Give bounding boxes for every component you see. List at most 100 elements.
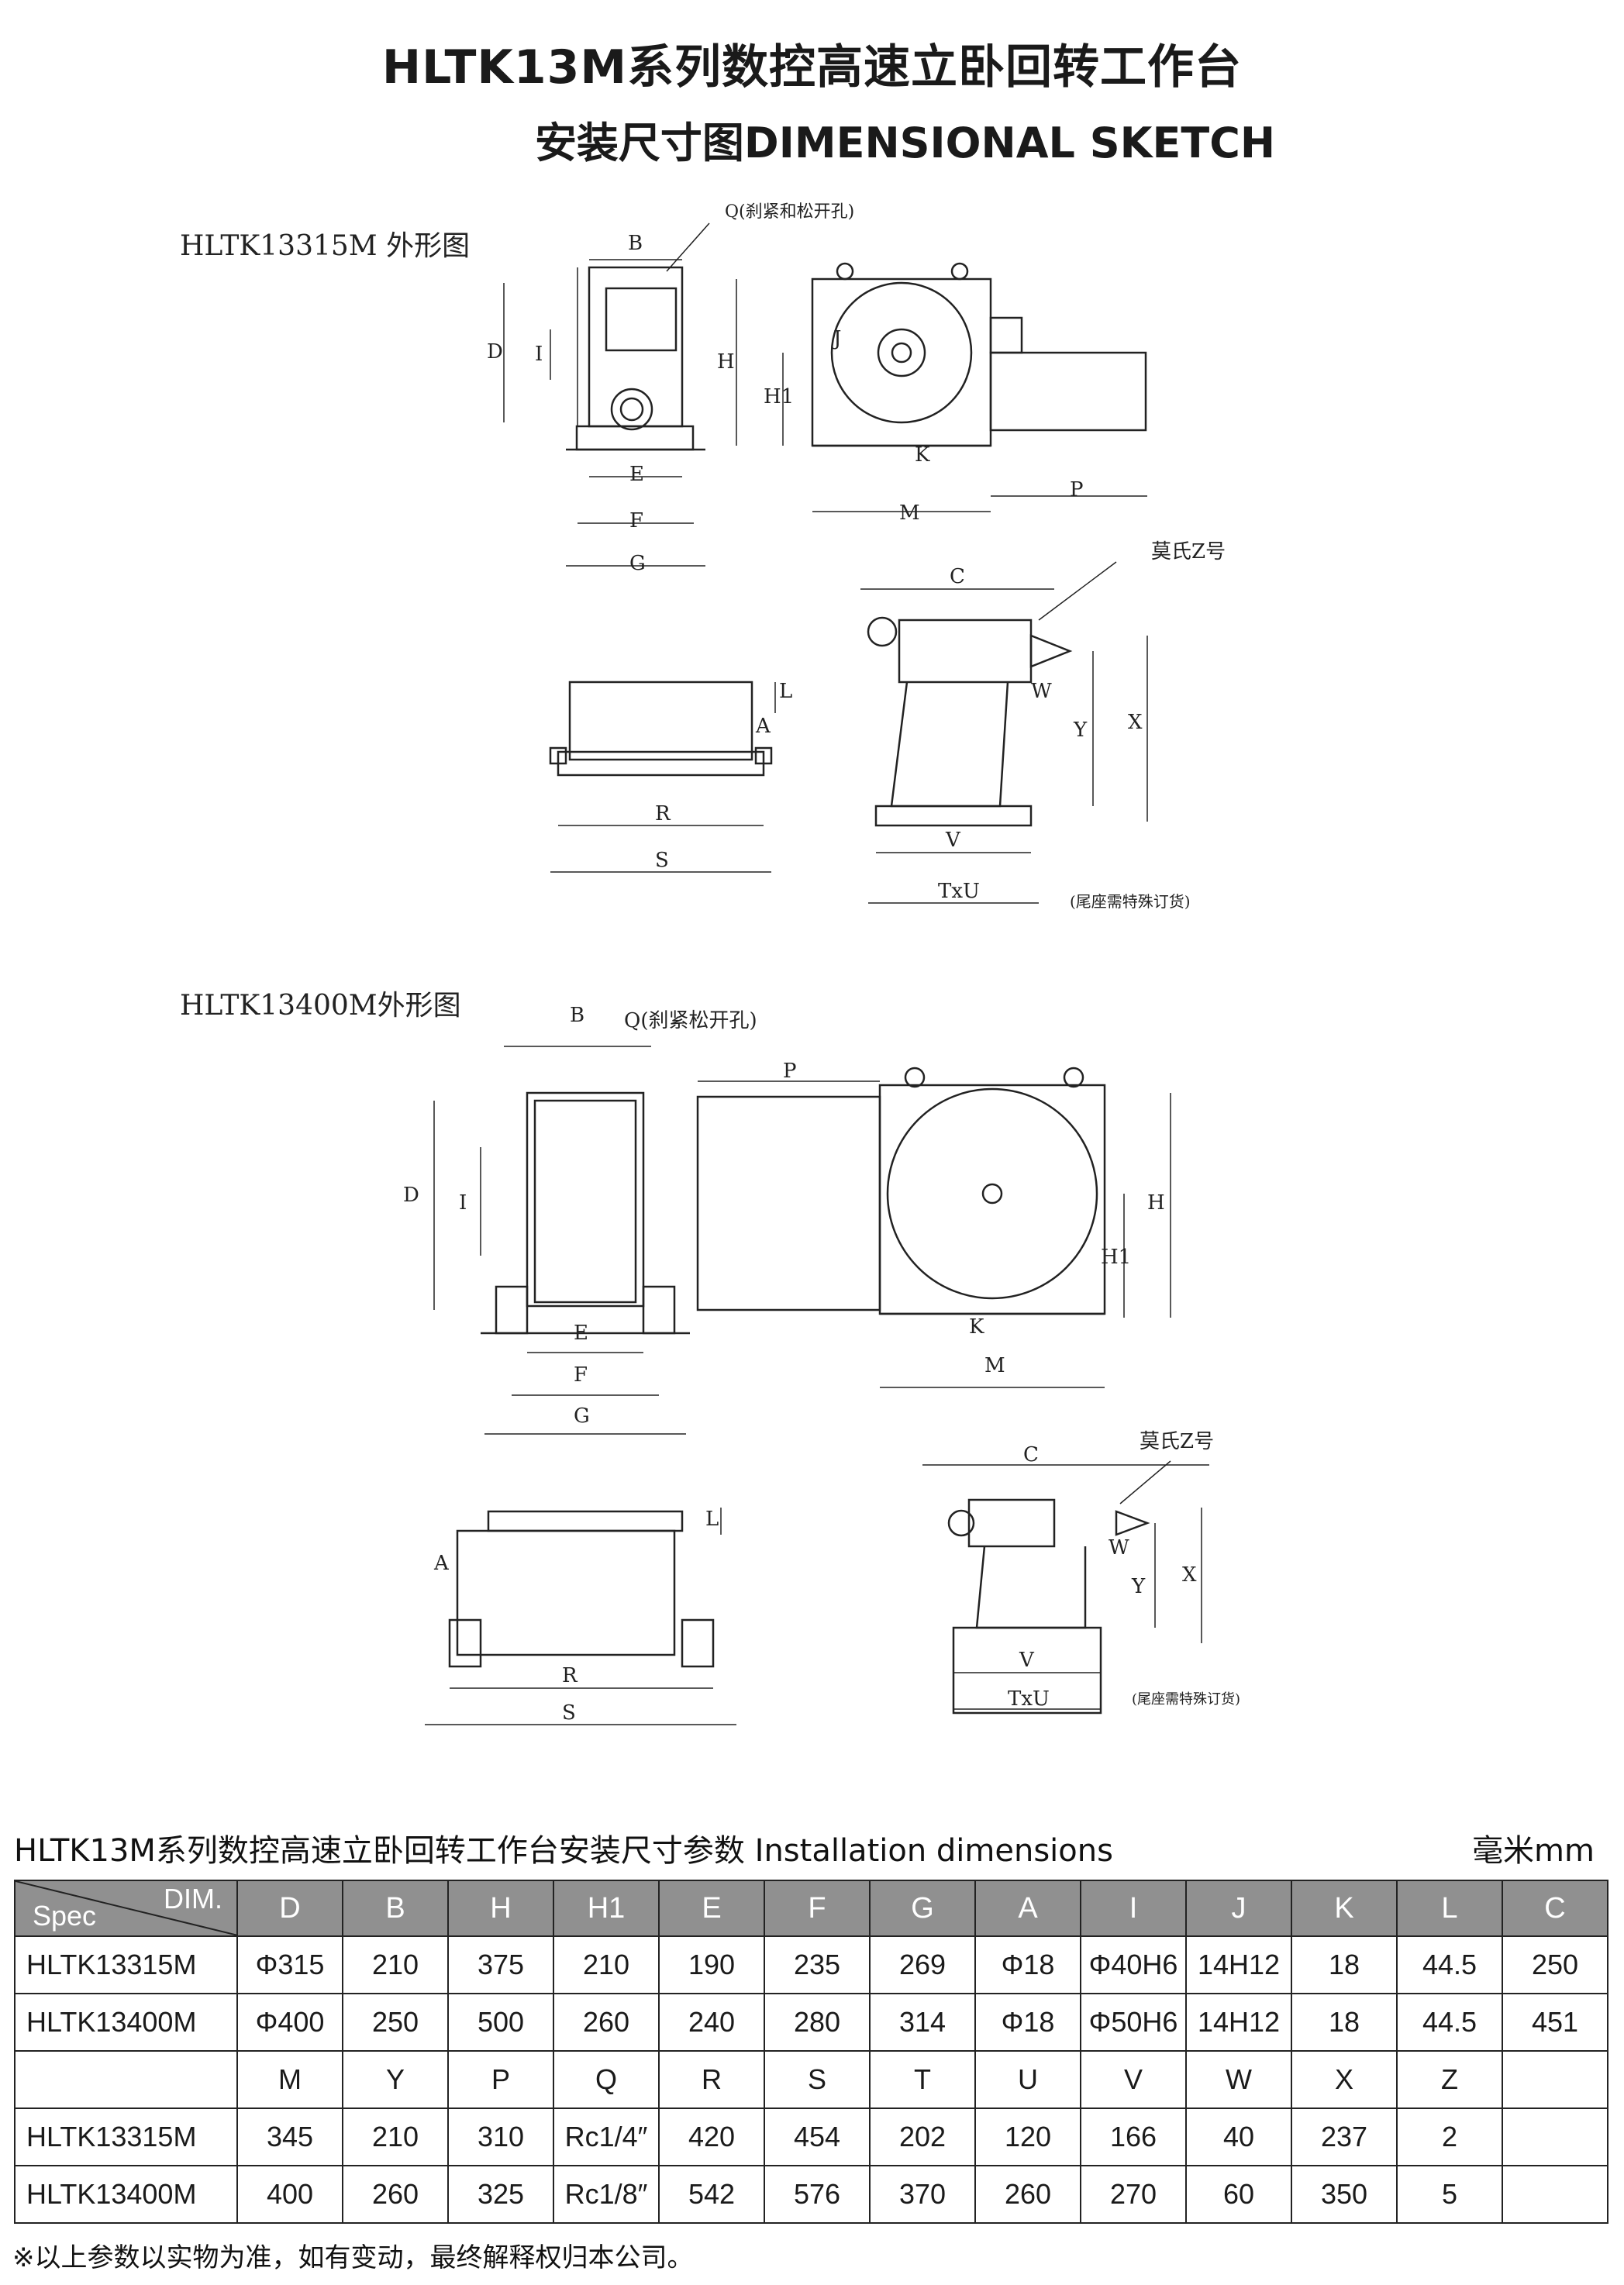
header-cell: T <box>869 2050 976 2109</box>
dim-label-m: M <box>984 1354 1005 1377</box>
header-cell: X <box>1291 2050 1398 2109</box>
side-view-315 <box>566 266 705 451</box>
value-cell: Φ40H6 <box>1080 1935 1187 1994</box>
value-cell: 5 <box>1396 2165 1503 2224</box>
morse-taper-label: 莫氏Z号 <box>1140 1430 1214 1453</box>
dim-label-g: G <box>629 552 646 575</box>
value-cell: 310 <box>447 2108 554 2166</box>
drawing-caption-bottom: HLTK13400M外形图 <box>180 990 461 1022</box>
side-view-400-dims <box>433 1046 686 1435</box>
table-title: HLTK13M系列数控高速立卧回转工作台安装尺寸参数 Installation … <box>14 1833 1113 1869</box>
value-cell <box>1502 2108 1608 2166</box>
header-cell: B <box>342 1880 449 1937</box>
side-view-400 <box>481 1091 690 1335</box>
value-cell: 40 <box>1185 2108 1292 2166</box>
value-cell: Φ50H6 <box>1080 1993 1187 2052</box>
dim-label-e: E <box>629 463 644 486</box>
dim-label-k: K <box>915 443 930 467</box>
dim-label-q: Q(刹紧松开孔) <box>624 1009 757 1032</box>
dim-label-v: V <box>1019 1649 1035 1672</box>
header-cell: H <box>447 1880 554 1937</box>
model-cell: HLTK13400M <box>14 2165 238 2224</box>
plan-view-400 <box>448 1510 715 1668</box>
dim-label-w: W <box>1109 1536 1129 1560</box>
dim-label-f: F <box>629 509 643 532</box>
value-cell: 202 <box>869 2108 976 2166</box>
value-cell: 190 <box>658 1935 765 1994</box>
value-cell: 375 <box>447 1935 554 1994</box>
dim-label-m: M <box>899 501 920 525</box>
value-cell: Φ315 <box>236 1935 343 1994</box>
value-cell: 542 <box>658 2165 765 2224</box>
dim-label-c: C <box>950 565 965 588</box>
front-view-315-dims <box>736 279 1147 512</box>
value-cell: 260 <box>553 1993 660 2052</box>
table-row: HLTK13315M 345 210 310 Rc1/4″ 420 454 20… <box>14 2108 1608 2166</box>
value-cell: 60 <box>1185 2165 1292 2224</box>
side-view-315-dims <box>503 222 710 567</box>
value-cell: 210 <box>342 1935 449 1994</box>
value-cell: 210 <box>553 1935 660 1994</box>
dim-label-txu: TxU <box>938 880 980 903</box>
header-cell <box>1502 2050 1608 2109</box>
value-cell: 44.5 <box>1396 1993 1503 2052</box>
plan-view-400-dims <box>425 1508 736 1725</box>
value-cell: 500 <box>447 1993 554 2052</box>
value-cell: 454 <box>764 2108 871 2166</box>
header-cell: Q <box>553 2050 660 2109</box>
dim-label-a: A <box>433 1552 450 1575</box>
blank-cell <box>14 2050 238 2109</box>
table-header-row-1: Spec DIM. D B H H1 E F G A I J K L C <box>14 1880 1608 1937</box>
dim-label-h: H <box>717 350 735 374</box>
value-cell: 314 <box>869 1993 976 2052</box>
header-cell: H1 <box>553 1880 660 1937</box>
header-cell: R <box>658 2050 765 2109</box>
dim-label-y: Y <box>1073 719 1088 742</box>
value-cell: 240 <box>658 1993 765 2052</box>
tailstock-note: (尾座需特殊订货) <box>1070 892 1191 911</box>
value-cell: 260 <box>342 2165 449 2224</box>
tailstock-400 <box>947 1498 1150 1715</box>
value-cell: 350 <box>1291 2165 1398 2224</box>
header-cell: G <box>869 1880 976 1937</box>
dim-label-x: X <box>1128 711 1143 734</box>
tailstock-315-dims <box>860 561 1148 904</box>
header-cell: Z <box>1396 2050 1503 2109</box>
dim-label-s: S <box>655 849 669 872</box>
dim-label-r: R <box>655 802 671 825</box>
dimensions-table: Spec DIM. D B H H1 E F G A I J K L C HLT… <box>14 1880 1608 2224</box>
value-cell: 420 <box>658 2108 765 2166</box>
dim-label-s: S <box>562 1701 576 1725</box>
header-cell: J <box>1185 1880 1292 1937</box>
front-view-400-dims <box>698 1080 1171 1388</box>
value-cell: 260 <box>974 2165 1081 2224</box>
dim-label-l: L <box>779 680 792 703</box>
dim-label-h1: H1 <box>1101 1246 1131 1269</box>
plan-view-315-dims <box>550 682 776 873</box>
drawing-caption-top: HLTK13315M 外形图 <box>180 230 471 262</box>
header-cell: D <box>236 1880 343 1937</box>
table-corner-cell: Spec DIM. <box>14 1880 238 1937</box>
table-row: HLTK13315M Φ315 210 375 210 190 235 269 … <box>14 1935 1608 1994</box>
model-cell: HLTK13400M <box>14 1993 238 2052</box>
header-cell: A <box>974 1880 1081 1937</box>
dimension-drawing-top: B D I E F G Q(刹紧和松开孔) H H1 J K M P <box>487 202 1226 911</box>
header-cell: S <box>764 2050 871 2109</box>
value-cell: 400 <box>236 2165 343 2224</box>
dim-label-g: G <box>574 1404 590 1428</box>
header-cell: V <box>1080 2050 1187 2109</box>
value-cell: 14H12 <box>1185 1993 1292 2052</box>
dim-label-v: V <box>945 829 961 852</box>
dim-label-h1: H1 <box>764 385 794 408</box>
value-cell: 345 <box>236 2108 343 2166</box>
value-cell: 210 <box>342 2108 449 2166</box>
value-cell: 250 <box>342 1993 449 2052</box>
header-cell: P <box>447 2050 554 2109</box>
value-cell: Φ18 <box>974 1993 1081 2052</box>
header-cell: C <box>1502 1880 1608 1937</box>
value-cell: 120 <box>974 2108 1081 2166</box>
dim-label-d: D <box>403 1184 419 1207</box>
header-cell: L <box>1396 1880 1503 1937</box>
dim-label-y: Y <box>1131 1575 1146 1598</box>
page-subtitle: 安装尺寸图DIMENSIONAL SKETCH <box>534 119 1276 167</box>
